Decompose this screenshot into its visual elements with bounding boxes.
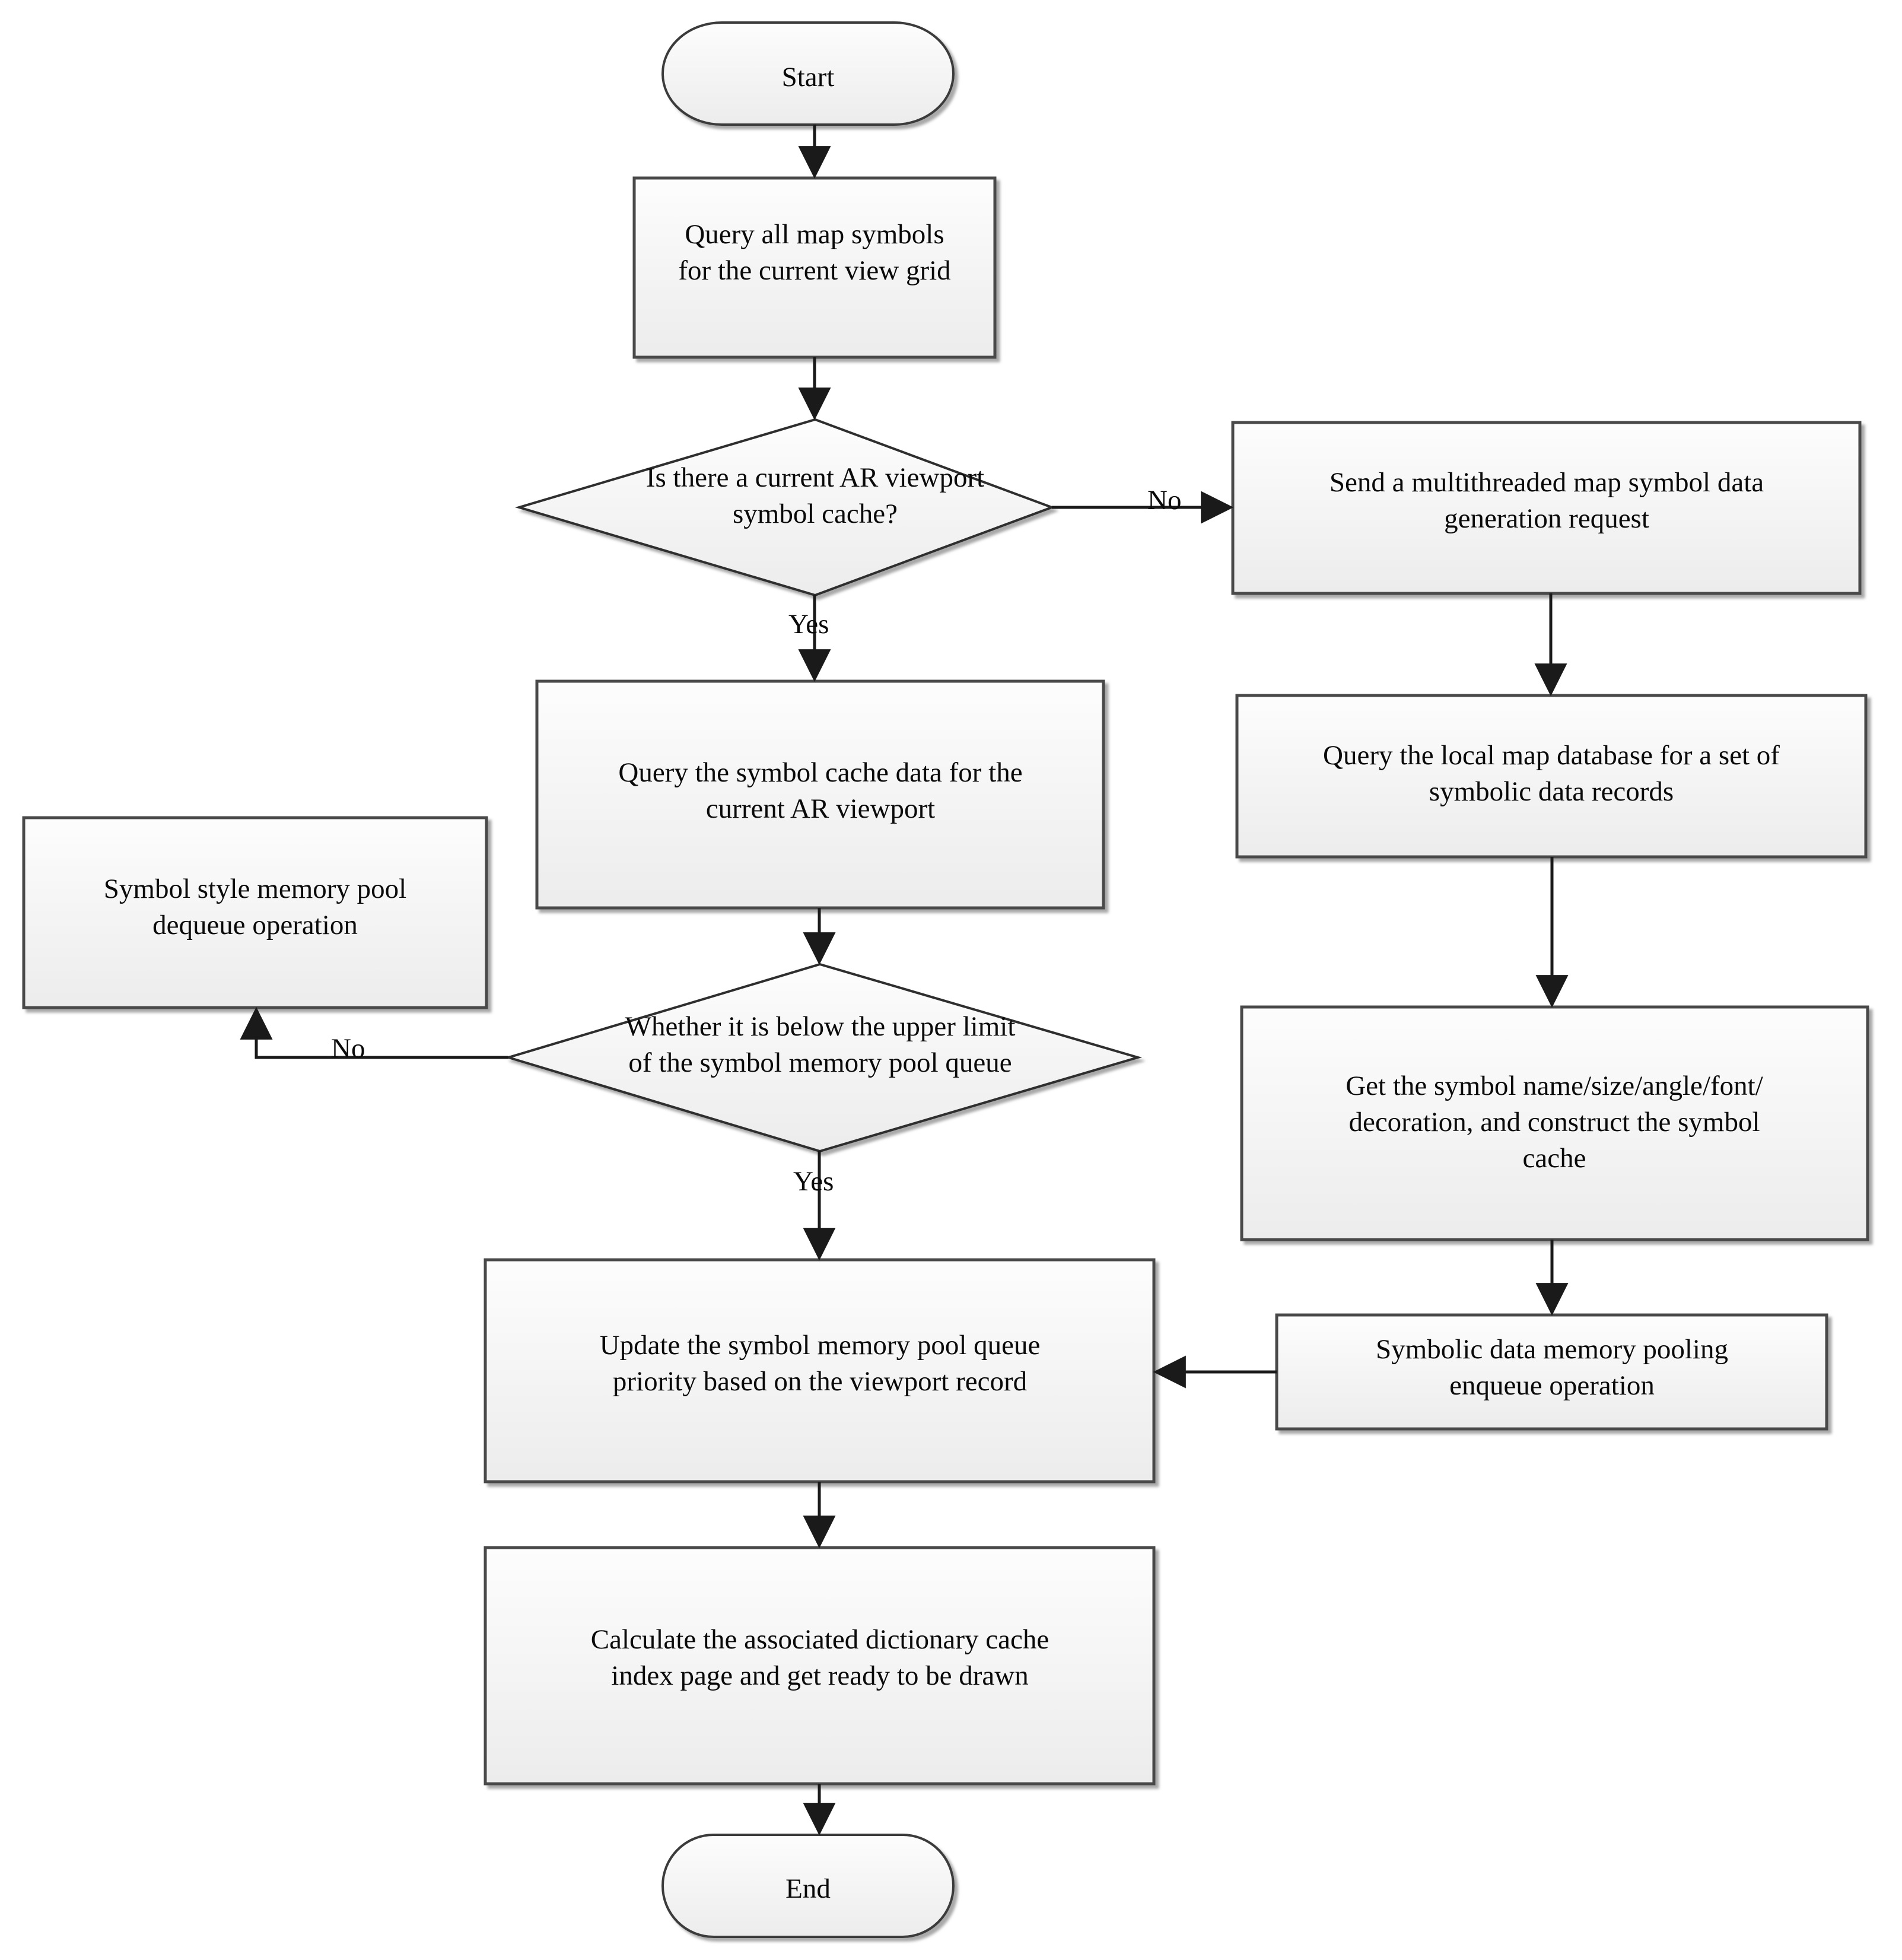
node-decision-limit-shape (504, 962, 1143, 1153)
node-get-symbol-attrs-shape (1240, 1005, 1869, 1241)
node-query-symbols-shape (632, 176, 997, 359)
node-query-cache-data-shape (535, 679, 1105, 910)
edge-label-cache-yes: Yes (788, 609, 829, 640)
node-dequeue-shape (22, 816, 488, 1009)
edge-label-cache-no: No (1147, 485, 1182, 516)
edge-label-limit-no: No (331, 1033, 365, 1064)
node-start-shape (661, 21, 955, 126)
node-query-local-db-shape (1235, 694, 1868, 859)
node-send-request-shape (1231, 421, 1862, 595)
node-enqueue-shape (1275, 1313, 1828, 1431)
edge-decision-limit-no-to-dequeue (240, 1006, 508, 1059)
edge-label-limit-yes: Yes (793, 1166, 834, 1197)
node-update-priority-shape (484, 1258, 1156, 1483)
node-end-shape (661, 1834, 955, 1938)
node-decision-cache-shape (514, 418, 1055, 597)
node-calculate-index-shape (484, 1546, 1156, 1786)
